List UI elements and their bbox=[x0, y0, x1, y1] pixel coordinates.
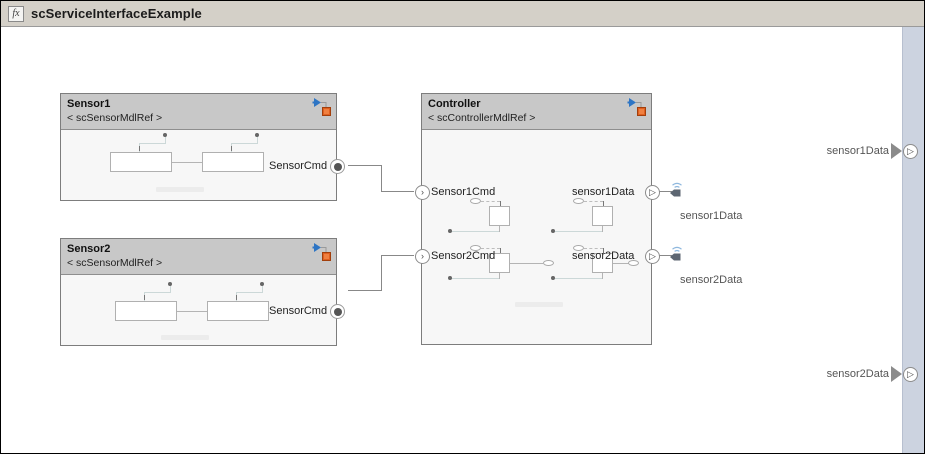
root-outport-triangle-sensor2data bbox=[891, 366, 902, 382]
block-controller-name: Controller bbox=[428, 98, 481, 110]
broadcast-send-icon[interactable] bbox=[669, 243, 685, 261]
block-sensor1-port-sensorcmd[interactable] bbox=[330, 159, 345, 174]
root-outport-triangle-sensor1data bbox=[891, 143, 902, 159]
input-chevron-icon: › bbox=[421, 187, 424, 197]
block-sensor2[interactable]: Sensor2 < scSensorMdlRef > bbox=[60, 238, 345, 346]
window-title: scServiceInterfaceExample bbox=[31, 6, 202, 21]
model-canvas[interactable]: Sensor1 < scSensorMdlRef > bbox=[1, 27, 924, 453]
send-block-label-sensor2data: sensor2Data bbox=[680, 274, 743, 286]
block-controller-port-sensor1cmd[interactable]: › bbox=[415, 185, 430, 200]
block-sensor2-reference: < scSensorMdlRef > bbox=[67, 257, 163, 269]
window-titlebar: fx scServiceInterfaceExample bbox=[1, 1, 924, 27]
broadcast-send-icon[interactable] bbox=[669, 179, 685, 197]
wire-sensor2cmd-seg2 bbox=[381, 255, 382, 291]
block-sensor2-header: Sensor2 < scSensorMdlRef > bbox=[61, 239, 336, 275]
output-triangle-icon: ▷ bbox=[649, 187, 656, 197]
wire-sensor2cmd-seg1 bbox=[348, 290, 381, 291]
root-outport-sensor1data[interactable]: ▷ bbox=[903, 144, 918, 159]
wire-sensor1cmd-seg1 bbox=[348, 165, 381, 166]
model-boundary-strip bbox=[902, 27, 924, 453]
wire-sensor1cmd-seg3 bbox=[381, 191, 414, 192]
block-sensor1-preview bbox=[61, 130, 336, 200]
block-sensor2-preview bbox=[61, 275, 336, 345]
block-controller-port-label-sensor2cmd: Sensor2Cmd bbox=[431, 250, 496, 262]
root-outport-sensor2data[interactable]: ▷ bbox=[903, 367, 918, 382]
output-triangle-icon: ▷ bbox=[649, 251, 656, 261]
input-chevron-icon: › bbox=[421, 251, 424, 261]
block-sensor2-port-label-sensorcmd: SensorCmd bbox=[269, 305, 328, 317]
block-controller-port-label-sensor1cmd: Sensor1Cmd bbox=[431, 186, 496, 198]
block-controller-port-label-sensor1data: sensor1Data bbox=[572, 186, 635, 198]
block-sensor1-reference: < scSensorMdlRef > bbox=[67, 112, 163, 124]
wire-sensor2data-to-send bbox=[656, 255, 672, 256]
block-sensor1[interactable]: Sensor1 < scSensorMdlRef > bbox=[60, 93, 345, 201]
block-sensor2-port-sensorcmd[interactable] bbox=[330, 304, 345, 319]
block-controller-port-sensor1data[interactable]: ▷ bbox=[645, 185, 660, 200]
wire-sensor1cmd-seg2 bbox=[381, 165, 382, 191]
output-triangle-icon: ▷ bbox=[907, 369, 914, 379]
fx-icon: fx bbox=[8, 5, 24, 22]
block-controller[interactable]: Controller < scControllerMdlRef > bbox=[415, 93, 660, 345]
block-sensor1-port-label-sensorcmd: SensorCmd bbox=[269, 160, 328, 172]
root-outport-label-sensor2data: sensor2Data bbox=[826, 368, 889, 380]
wire-sensor2cmd-seg3 bbox=[381, 255, 414, 256]
block-controller-reference: < scControllerMdlRef > bbox=[428, 112, 536, 124]
send-block-label-sensor1data: sensor1Data bbox=[680, 210, 743, 222]
output-triangle-icon: ▷ bbox=[907, 146, 914, 156]
block-controller-port-sensor2data[interactable]: ▷ bbox=[645, 249, 660, 264]
block-controller-port-sensor2cmd[interactable]: › bbox=[415, 249, 430, 264]
block-controller-header: Controller < scControllerMdlRef > bbox=[422, 94, 651, 130]
block-sensor1-header: Sensor1 < scSensorMdlRef > bbox=[61, 94, 336, 130]
block-controller-preview bbox=[422, 130, 651, 344]
block-sensor2-name: Sensor2 bbox=[67, 243, 111, 255]
block-sensor1-name: Sensor1 bbox=[67, 98, 111, 110]
root-outport-label-sensor1data: sensor1Data bbox=[826, 145, 889, 157]
wire-sensor1data-to-send bbox=[656, 191, 672, 192]
block-controller-port-label-sensor2data: sensor2Data bbox=[572, 250, 635, 262]
